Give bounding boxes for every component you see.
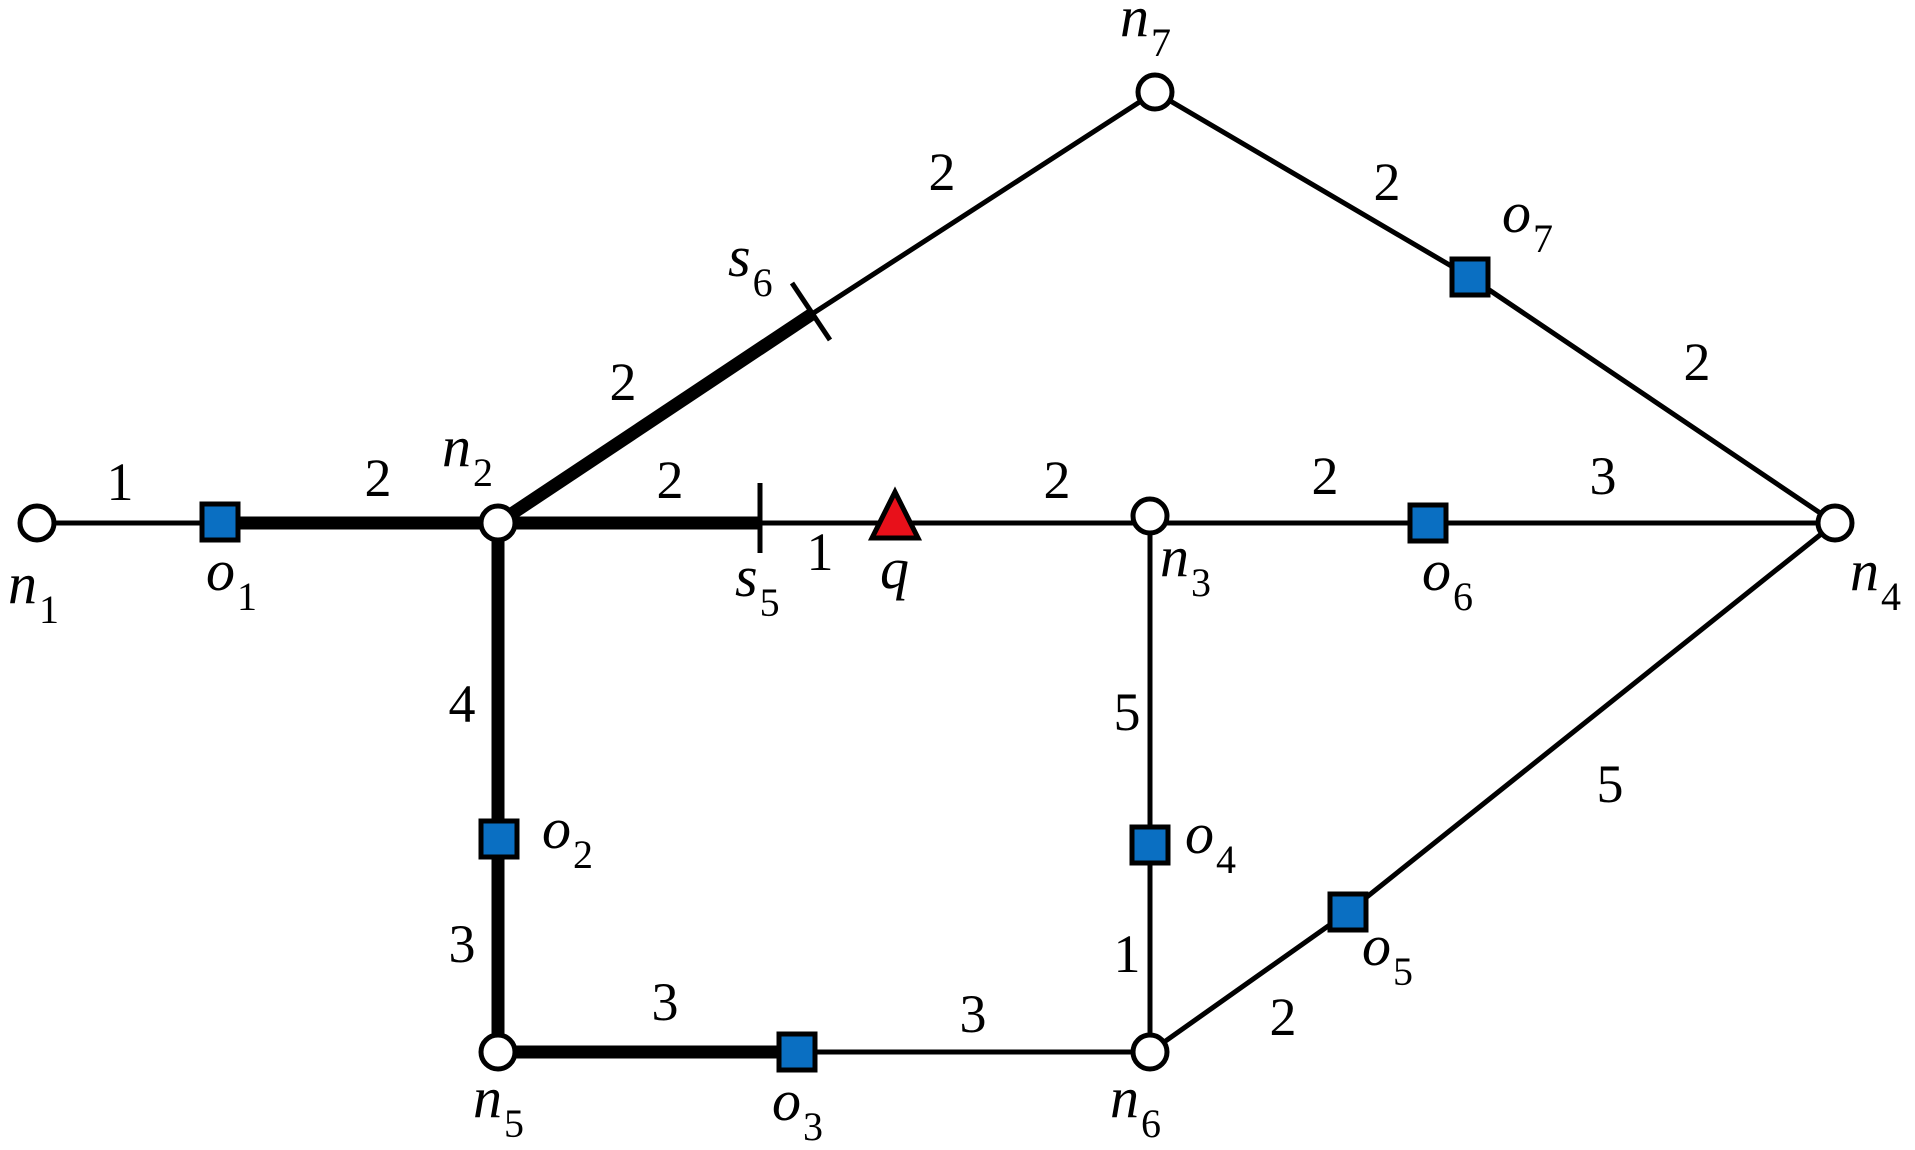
object-o1: [199, 501, 241, 543]
label-o2: o2: [542, 796, 593, 877]
object-o5: [1327, 891, 1369, 933]
weight-n3-o6: 2: [1312, 446, 1339, 506]
weight-o4-n6: 1: [1114, 924, 1141, 984]
label-n3: n3: [1160, 524, 1211, 605]
edge-n2-s6: [494, 308, 816, 529]
weight-o7-n4: 2: [1684, 332, 1711, 392]
weight-n2-o2: 4: [449, 674, 476, 734]
label-q: q: [880, 536, 909, 601]
label-o6: o6: [1422, 538, 1473, 619]
label-s6: s6: [728, 224, 773, 305]
label-n2: n2: [442, 414, 493, 495]
weight-o1-n2: 2: [365, 448, 392, 508]
label-n7: n7: [1120, 0, 1171, 65]
node-n2: [478, 503, 518, 543]
weight-n5-o3: 3: [652, 972, 679, 1032]
weight-n3-o4: 5: [1114, 682, 1141, 742]
label-o3: o3: [772, 1068, 823, 1149]
edge-weight-labels: 1 2 2 2 2 2 2 1 2 2 3 4 3 3 3 5 1 2 5: [107, 142, 1711, 1047]
label-n4: n4: [1850, 538, 1901, 619]
weight-n1-o1: 1: [107, 452, 134, 512]
split-tick-s6: [789, 281, 833, 342]
label-o1: o1: [206, 538, 257, 619]
weight-n2-s5: 2: [657, 450, 684, 510]
edge-o5-n4: [1345, 520, 1838, 915]
edge-s6-n7: [809, 89, 1158, 317]
object-o3: [776, 1031, 818, 1073]
weight-q-n3: 2: [1044, 450, 1071, 510]
object-labels: o1 o2 o3 o4 o5 o6 o7: [206, 180, 1553, 1149]
label-n1: n1: [8, 551, 59, 632]
node-n1: [17, 503, 57, 543]
weight-o2-n5: 3: [449, 914, 476, 974]
highlighted-path: [220, 308, 816, 1059]
weight-n2-s6: 2: [610, 352, 637, 412]
node-n3: [1130, 496, 1170, 536]
node-n5: [478, 1032, 518, 1072]
weight-n7-o7: 2: [1374, 152, 1401, 212]
label-o7: o7: [1502, 180, 1553, 261]
edge-o7-n4: [1467, 274, 1838, 526]
weight-s5-q: 1: [807, 522, 834, 582]
split-points: [757, 281, 833, 553]
label-n6: n6: [1110, 1065, 1161, 1146]
weight-o3-n6: 3: [960, 984, 987, 1044]
edge-n6-o5: [1147, 909, 1351, 1055]
label-o4: o4: [1185, 801, 1236, 882]
weight-n6-o5: 2: [1270, 987, 1297, 1047]
query-point-q: [867, 486, 923, 541]
label-n5: n5: [473, 1065, 524, 1146]
objects: [199, 256, 1491, 1073]
edges: [34, 89, 1838, 1055]
node-n4: [1815, 503, 1855, 543]
weight-o5-n4: 5: [1597, 754, 1624, 814]
label-s5: s5: [735, 544, 780, 625]
split-point-labels: s5 s6: [728, 224, 780, 625]
label-o5: o5: [1362, 913, 1413, 994]
node-labels: n1 n2 n3 n4 n5 n6 n7: [8, 0, 1901, 1146]
object-o2: [478, 818, 520, 860]
node-n6: [1130, 1032, 1170, 1072]
object-o4: [1129, 824, 1171, 866]
weight-s6-n7: 2: [929, 142, 956, 202]
nodes: [17, 72, 1855, 1072]
weight-o6-n4: 3: [1590, 446, 1617, 506]
object-o7: [1449, 256, 1491, 298]
node-n7: [1135, 72, 1175, 112]
edge-n7-o7: [1152, 89, 1473, 280]
object-o6: [1407, 502, 1449, 544]
